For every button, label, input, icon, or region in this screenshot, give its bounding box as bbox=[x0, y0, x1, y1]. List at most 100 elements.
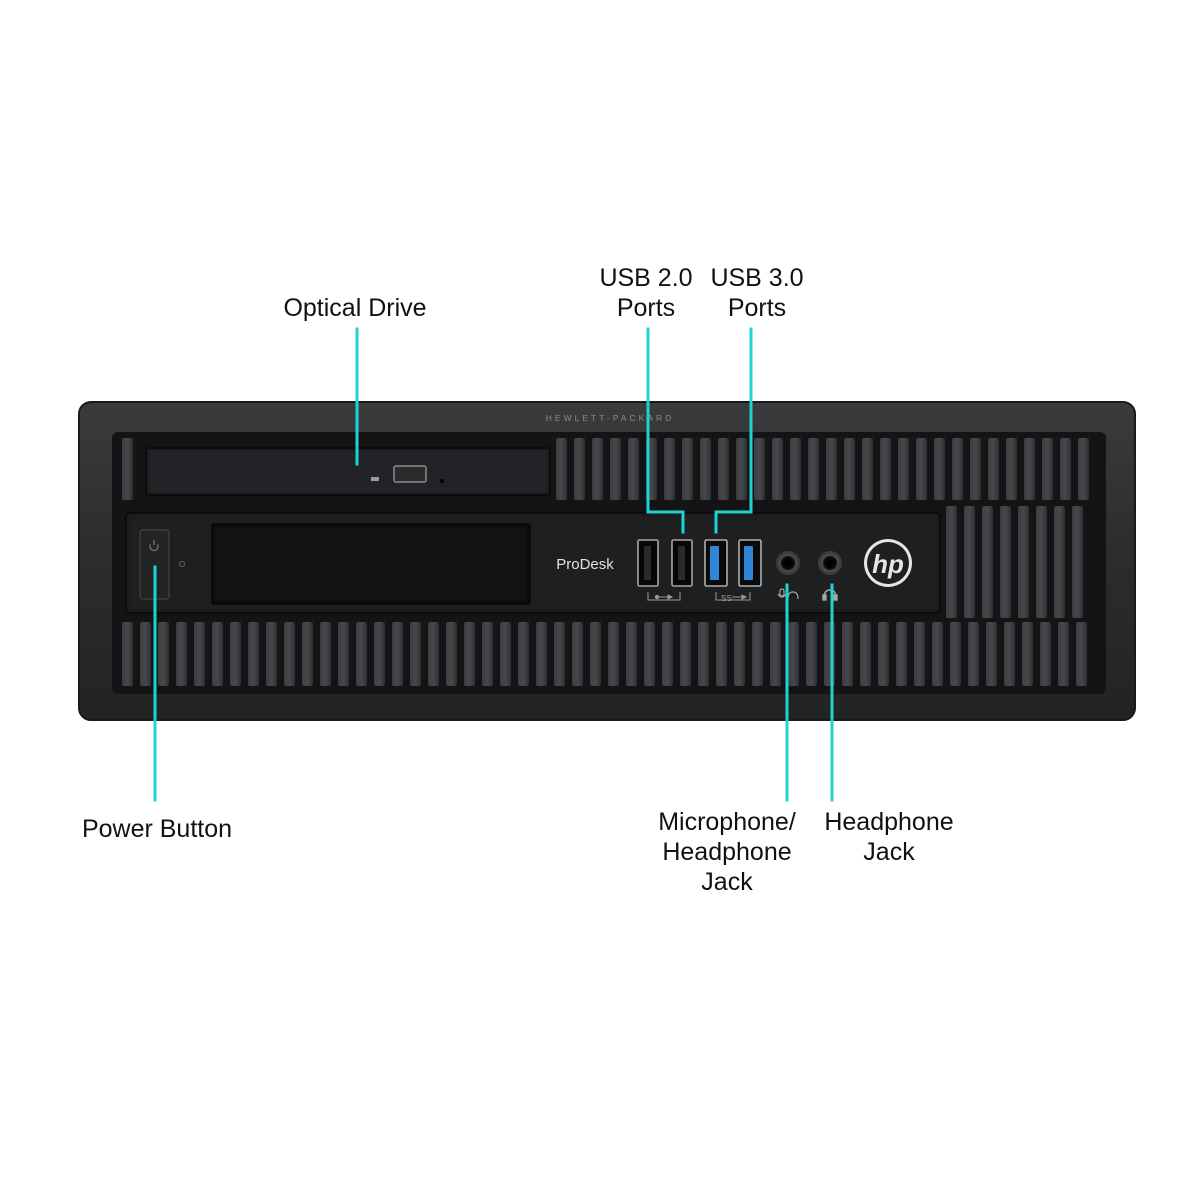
vent-slot bbox=[1072, 506, 1083, 618]
label-usb-3-line-1: USB 3.0 bbox=[710, 264, 804, 292]
vent-slot bbox=[788, 622, 799, 686]
vent-slot bbox=[230, 622, 241, 686]
hp-logo-text: hp bbox=[872, 549, 904, 579]
vent-slot bbox=[572, 622, 583, 686]
vent-slot bbox=[464, 622, 475, 686]
callout-lines bbox=[153, 327, 834, 802]
label-optical-drive: Optical Drive bbox=[255, 293, 455, 323]
vent-slot bbox=[914, 622, 925, 686]
vent-slot bbox=[628, 438, 639, 500]
label-usb-3-ports: USB 3.0 Ports bbox=[697, 263, 817, 323]
vent-slot bbox=[896, 622, 907, 686]
vent-slot bbox=[158, 622, 169, 686]
vent-slot bbox=[1022, 622, 1033, 686]
vent-slot bbox=[1036, 506, 1047, 618]
label-usb-2-line-2: Ports bbox=[616, 294, 676, 322]
hp-logo: hp bbox=[864, 539, 912, 587]
vent-slot bbox=[964, 506, 975, 618]
headphone-jack[interactable] bbox=[818, 551, 842, 575]
vent-slot bbox=[842, 622, 853, 686]
vent-slot bbox=[556, 438, 567, 500]
vent-slot bbox=[700, 438, 711, 500]
vent-slot bbox=[844, 438, 855, 500]
vent-slot bbox=[266, 622, 277, 686]
label-usb-2-line-1: USB 2.0 bbox=[599, 264, 693, 292]
vent-slot bbox=[1024, 438, 1035, 500]
vent-slot bbox=[682, 438, 693, 500]
vent-slot bbox=[410, 622, 421, 686]
vent-slot bbox=[608, 622, 619, 686]
power-icon bbox=[149, 540, 159, 552]
usb-3-port-1[interactable] bbox=[704, 539, 728, 587]
vent-slot bbox=[284, 622, 295, 686]
vent-slot bbox=[1018, 506, 1029, 618]
vent-slot bbox=[808, 438, 819, 500]
optical-drive-activity-led bbox=[371, 477, 379, 481]
vent-slot bbox=[626, 622, 637, 686]
vent-slot bbox=[860, 622, 871, 686]
hard-drive-activity-icon bbox=[178, 560, 186, 568]
manufacturer-engraving: HEWLETT-PACKARD bbox=[546, 413, 674, 423]
vent-slot bbox=[946, 506, 957, 618]
vent-slot bbox=[122, 438, 133, 500]
usb-2-port-2[interactable] bbox=[671, 539, 693, 587]
vent-slot bbox=[374, 622, 385, 686]
vent-slot bbox=[1078, 438, 1089, 500]
vent-slot bbox=[736, 438, 747, 500]
optical-drive-eject-button[interactable] bbox=[393, 465, 427, 483]
vent-slot bbox=[1040, 622, 1051, 686]
svg-text:SS: SS bbox=[721, 594, 732, 603]
vent-slot bbox=[982, 506, 993, 618]
vent-slot bbox=[356, 622, 367, 686]
label-headphone-jack: Headphone Jack bbox=[809, 807, 969, 867]
vent-slot bbox=[574, 438, 585, 500]
vent-slot bbox=[554, 622, 565, 686]
vent-slot bbox=[590, 622, 601, 686]
vent-slot bbox=[1004, 622, 1015, 686]
vent-slot bbox=[392, 622, 403, 686]
vent-slot bbox=[428, 622, 439, 686]
vent-slot bbox=[772, 438, 783, 500]
vent-slot bbox=[1060, 438, 1071, 500]
vent-slot bbox=[806, 622, 817, 686]
vent-slot bbox=[898, 438, 909, 500]
vent-slot bbox=[536, 622, 547, 686]
vent-slot bbox=[194, 622, 205, 686]
vent-slot bbox=[500, 622, 511, 686]
vent-slot bbox=[212, 622, 223, 686]
vent-slot bbox=[592, 438, 603, 500]
usb-3-port-2[interactable] bbox=[738, 539, 762, 587]
vent-slot bbox=[662, 622, 673, 686]
vent-slot bbox=[644, 622, 655, 686]
vent-slot bbox=[446, 622, 457, 686]
vent-slot bbox=[482, 622, 493, 686]
headphone-icon bbox=[822, 589, 838, 601]
vent-slot bbox=[932, 622, 943, 686]
vent-slot bbox=[698, 622, 709, 686]
label-power-button-line-1: Power Button bbox=[81, 815, 233, 843]
vent-slot bbox=[754, 438, 765, 500]
microphone-headphone-jack[interactable] bbox=[776, 551, 800, 575]
callout-line-usb2 bbox=[646, 327, 685, 534]
vent-slot bbox=[880, 438, 891, 500]
vent-slot bbox=[968, 622, 979, 686]
label-usb-3-line-2: Ports bbox=[727, 294, 787, 322]
label-microphone-headphone-jack: Microphone/ Headphone Jack bbox=[647, 807, 807, 897]
vent-slot bbox=[1000, 506, 1011, 618]
vent-slot bbox=[986, 622, 997, 686]
vent-slot bbox=[1054, 506, 1065, 618]
vent-slot bbox=[302, 622, 313, 686]
usb-2-port-1[interactable] bbox=[637, 539, 659, 587]
label-mic-line-1: Microphone/ bbox=[658, 808, 796, 836]
model-name: ProDesk bbox=[556, 556, 614, 573]
vent-slot bbox=[950, 622, 961, 686]
vent-slot bbox=[878, 622, 889, 686]
label-usb-2-ports: USB 2.0 Ports bbox=[586, 263, 706, 323]
vent-grille bbox=[122, 438, 1089, 686]
vent-slot bbox=[916, 438, 927, 500]
vent-slot bbox=[952, 438, 963, 500]
vent-slot bbox=[770, 622, 781, 686]
callout-line-usb3 bbox=[714, 327, 753, 534]
vent-slot bbox=[970, 438, 981, 500]
